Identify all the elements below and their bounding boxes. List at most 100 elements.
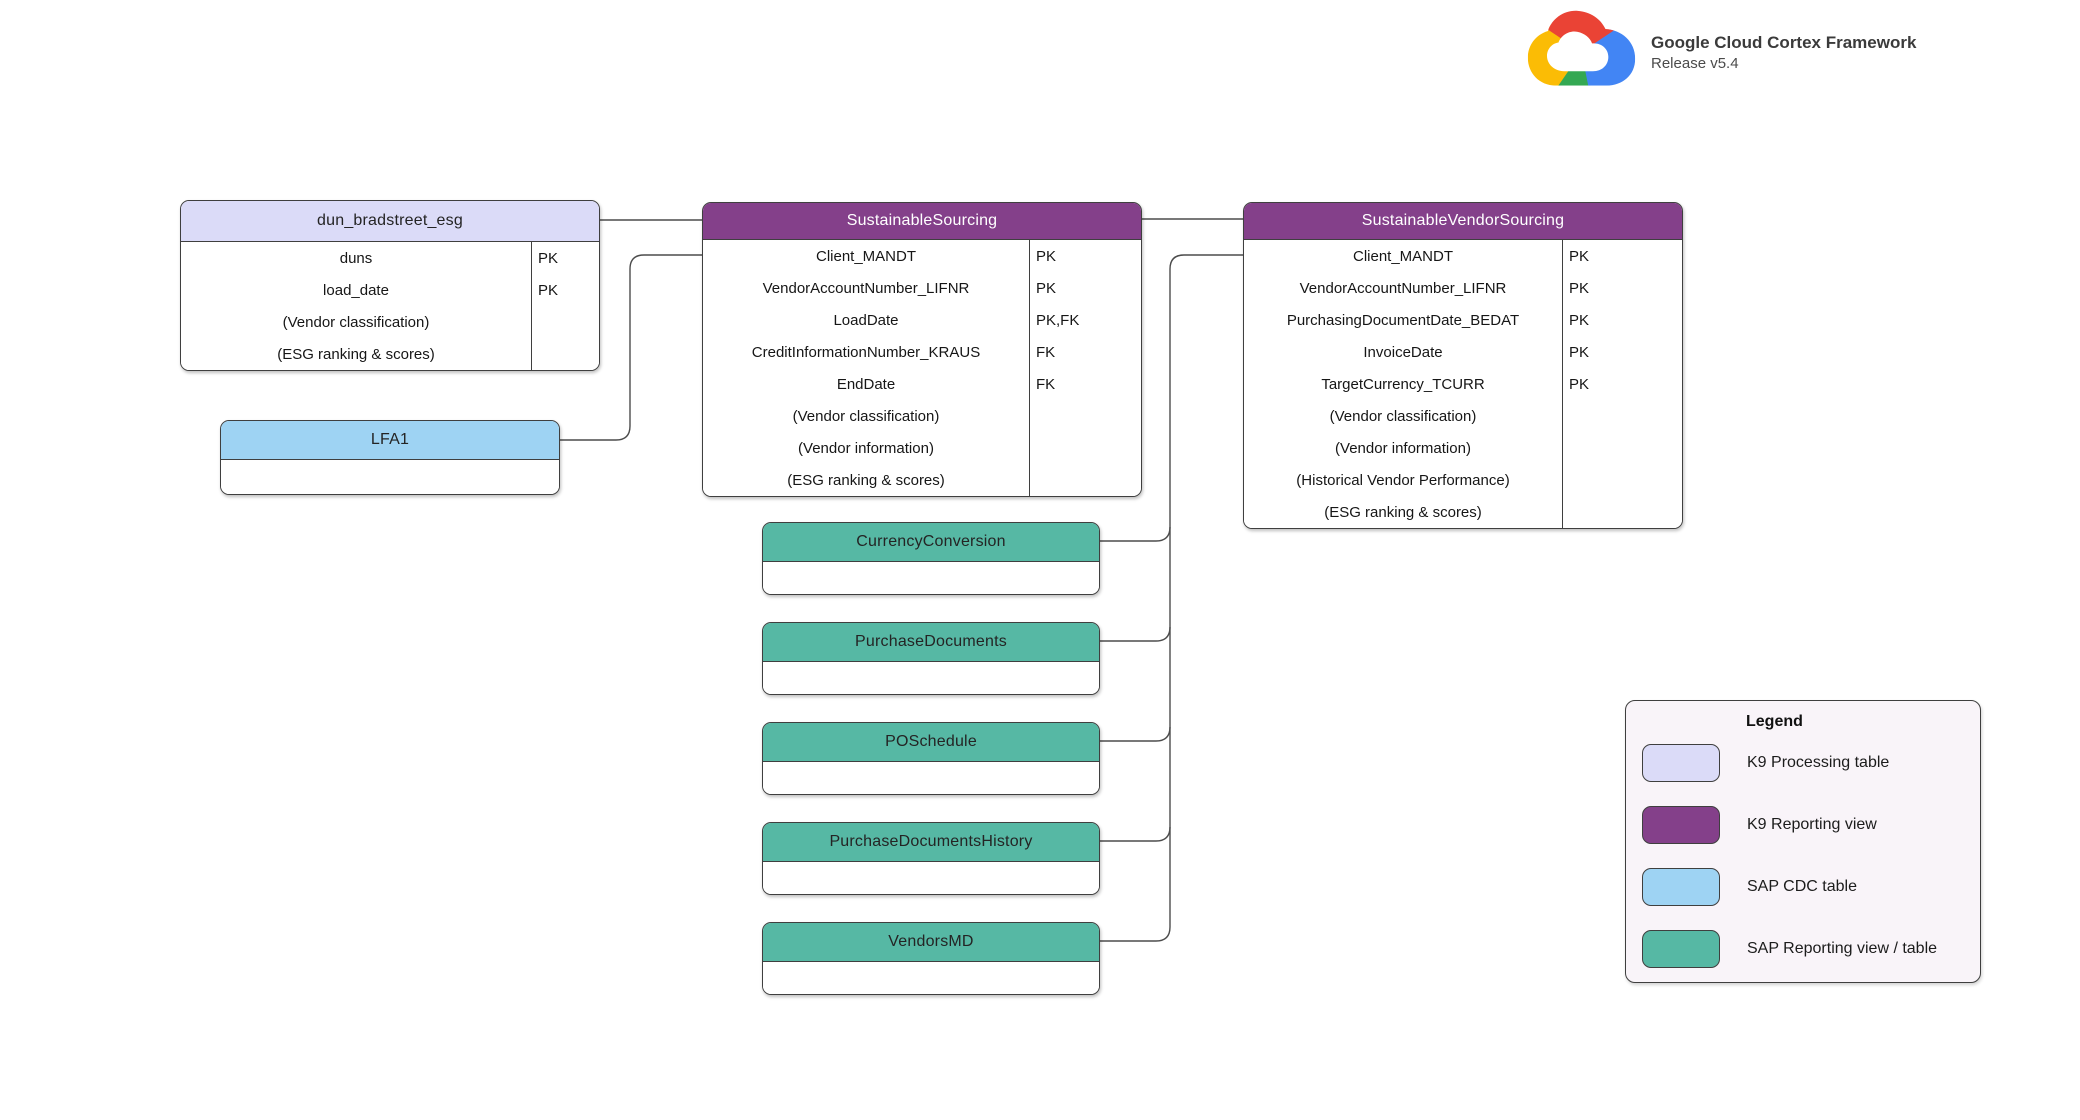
field-name: (Historical Vendor Performance)	[1296, 471, 1510, 489]
connector-lfa1-to-sustainablesourcing	[560, 254, 702, 441]
field-key	[1029, 400, 1141, 432]
table-row: (ESG ranking & scores)	[703, 464, 1141, 496]
legend-item-k9-processing-table: K9 Processing table	[1642, 744, 1980, 782]
table-title: SustainableVendorSourcing	[1361, 212, 1565, 229]
field-name: PurchasingDocumentDate_BEDAT	[1286, 311, 1520, 329]
table-header: CurrencyConversion	[763, 523, 1099, 562]
field-name: (ESG ranking & scores)	[277, 345, 435, 363]
table-header: VendorsMD	[763, 923, 1099, 962]
legend-item-k9-reporting-view: K9 Reporting view	[1642, 806, 1980, 844]
field-key: PK	[1562, 272, 1682, 304]
table-sustainable-vendor-sourcing: SustainableVendorSourcing Client_MANDT P…	[1243, 202, 1683, 529]
field-key: PK,FK	[1029, 304, 1141, 336]
legend-title: Legend	[1746, 713, 1803, 730]
table-row: (Historical Vendor Performance)	[1244, 464, 1682, 496]
field-key: PK	[1562, 336, 1682, 368]
field-key: PK	[1029, 240, 1141, 272]
field-name: (Vendor information)	[1335, 439, 1471, 457]
table-title: dun_bradstreet_esg	[317, 212, 463, 229]
table-currency-conversion: CurrencyConversion	[762, 522, 1100, 595]
table-row: InvoiceDate PK	[1244, 336, 1682, 368]
field-name: VendorAccountNumber_LIFNR	[1299, 279, 1507, 297]
table-vendors-md: VendorsMD	[762, 922, 1100, 995]
table-body	[763, 962, 1099, 994]
table-row: (Vendor information)	[1244, 432, 1682, 464]
brand-text: Google Cloud Cortex Framework Release v5…	[1651, 32, 1916, 74]
field-key	[1562, 464, 1682, 496]
field-key	[1029, 432, 1141, 464]
field-key	[1562, 400, 1682, 432]
field-name: (ESG ranking & scores)	[787, 471, 945, 489]
brand-header: Google Cloud Cortex Framework Release v5…	[1524, 6, 1916, 100]
table-title: PurchaseDocumentsHistory	[829, 833, 1033, 850]
table-purchase-documents: PurchaseDocuments	[762, 622, 1100, 695]
brand-release: Release v5.4	[1651, 55, 1739, 73]
table-body	[763, 862, 1099, 894]
legend-label: K9 Processing table	[1747, 754, 1890, 771]
table-row: CreditInformationNumber_KRAUS FK	[703, 336, 1141, 368]
field-name: (ESG ranking & scores)	[1324, 503, 1482, 521]
table-title: CurrencyConversion	[856, 533, 1006, 550]
field-key: PK	[1029, 272, 1141, 304]
field-key: PK	[531, 274, 599, 306]
table-row: load_date PK	[181, 274, 599, 306]
field-key	[1029, 464, 1141, 496]
field-name: Client_MANDT	[1352, 247, 1454, 265]
field-key	[531, 338, 599, 370]
table-title: LFA1	[370, 431, 410, 448]
table-row: (ESG ranking & scores)	[181, 338, 599, 370]
field-name: (Vendor classification)	[282, 313, 430, 331]
table-row: duns PK	[181, 242, 599, 274]
table-purchase-documents-history: PurchaseDocumentsHistory	[762, 822, 1100, 895]
table-sustainable-sourcing: SustainableSourcing Client_MANDT PK Vend…	[702, 202, 1142, 497]
connector-poschedule-branch	[1100, 726, 1171, 742]
table-row: (ESG ranking & scores)	[1244, 496, 1682, 528]
field-name: duns	[339, 249, 373, 267]
legend-label: SAP CDC table	[1747, 878, 1857, 895]
field-key: PK	[1562, 304, 1682, 336]
table-row: (Vendor classification)	[703, 400, 1141, 432]
google-cloud-logo-icon	[1527, 10, 1636, 86]
table-body	[763, 562, 1099, 594]
legend-swatch-k9-processing-table	[1642, 744, 1720, 782]
field-name: VendorAccountNumber_LIFNR	[762, 279, 970, 297]
field-key	[531, 306, 599, 338]
field-key: FK	[1029, 336, 1141, 368]
field-key: PK	[1562, 240, 1682, 272]
table-header: PurchaseDocumentsHistory	[763, 823, 1099, 862]
table-title: SustainableSourcing	[846, 212, 998, 229]
table-header: POSchedule	[763, 723, 1099, 762]
table-row: Client_MANDT PK	[703, 240, 1141, 272]
table-lfa1: LFA1	[220, 420, 560, 495]
table-row: LoadDate PK,FK	[703, 304, 1141, 336]
table-header: SustainableSourcing	[703, 203, 1141, 240]
table-header: LFA1	[221, 421, 559, 460]
field-key	[1562, 496, 1682, 528]
legend-swatch-sap-reporting-view-table	[1642, 930, 1720, 968]
legend-label: SAP Reporting view / table	[1747, 940, 1938, 957]
table-header: dun_bradstreet_esg	[181, 201, 599, 242]
table-row: (Vendor information)	[703, 432, 1141, 464]
table-header: SustainableVendorSourcing	[1244, 203, 1682, 240]
legend-label: K9 Reporting view	[1747, 816, 1877, 833]
field-key: PK	[1562, 368, 1682, 400]
connector-currencyconversion-branch	[1100, 526, 1171, 542]
table-body: Client_MANDT PK VendorAccountNumber_LIFN…	[1244, 240, 1682, 528]
table-row: Client_MANDT PK	[1244, 240, 1682, 272]
table-title: POSchedule	[885, 733, 977, 750]
table-po-schedule: POSchedule	[762, 722, 1100, 795]
field-name: TargetCurrency_TCURR	[1321, 375, 1485, 393]
legend-item-sap-cdc-table: SAP CDC table	[1642, 868, 1980, 906]
table-body	[763, 662, 1099, 694]
connector-purchasedocumentshistory-branch	[1100, 826, 1171, 842]
legend-swatch-sap-cdc-table	[1642, 868, 1720, 906]
field-key	[1562, 432, 1682, 464]
table-body	[763, 762, 1099, 794]
connector-svs-trunk	[1100, 254, 1243, 942]
field-name: Client_MANDT	[815, 247, 917, 265]
table-row: PurchasingDocumentDate_BEDAT PK	[1244, 304, 1682, 336]
field-key: PK	[531, 242, 599, 274]
table-row: (Vendor classification)	[181, 306, 599, 338]
table-title: PurchaseDocuments	[855, 633, 1007, 650]
